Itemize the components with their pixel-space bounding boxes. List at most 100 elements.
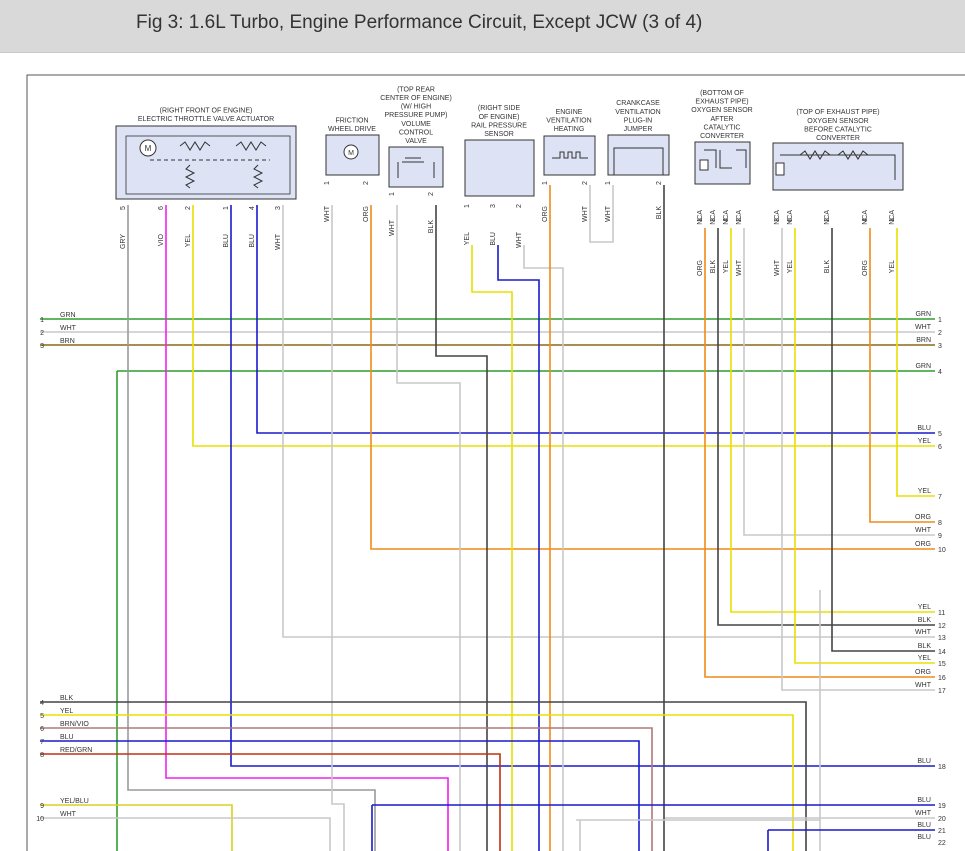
o2-sensor-before-box [772, 142, 904, 191]
wire-yel-rail-1 [471, 245, 513, 851]
rail-pressure-sensor-box [464, 139, 535, 197]
right-connector-color: ORG [915, 541, 931, 548]
wire-color: WHT [736, 259, 743, 276]
pin-number: 2 [363, 181, 370, 185]
component-label: VALVE [405, 138, 427, 145]
component-label: WHEEL DRIVE [328, 126, 376, 133]
component-label: (RIGHT SIDE [478, 105, 521, 112]
throttle-inner [125, 135, 291, 195]
title-bar: Fig 3: 1.6L Turbo, Engine Performance Ci… [0, 0, 965, 53]
right-connector-number: 17 [938, 688, 946, 695]
pin-color: NCA [787, 210, 794, 225]
right-connector-color: BRN [916, 337, 931, 344]
wire-vio-throttle-6 [165, 205, 449, 851]
right-connector-color: BLK [918, 643, 932, 650]
right-connector-number: 3 [938, 343, 942, 350]
pin-color: VIO [158, 233, 165, 246]
pin-number: 1 [889, 218, 896, 222]
component-label: AFTER [711, 116, 734, 123]
right-connector-color: WHT [915, 629, 932, 636]
pin-color: BLK [428, 220, 435, 234]
right-connector-number: 8 [938, 520, 942, 527]
right-connector-number: 16 [938, 675, 946, 682]
jumper-icon [613, 147, 664, 175]
wire-org-friction-2 [370, 205, 935, 550]
pin-color: NCA [736, 210, 743, 225]
component-label: ELECTRIC THROTTLE VALVE ACTUATOR [138, 116, 274, 123]
component-label: CONVERTER [816, 135, 860, 142]
left-connector-color: BRN/VIO [60, 721, 89, 728]
motor-icon: M [145, 144, 152, 153]
component-label: CONTROL [399, 129, 433, 136]
pin-color: WHT [389, 219, 396, 236]
component-label: (TOP REAR [397, 86, 435, 93]
right-connector-color: GRN [915, 311, 931, 318]
wire-wht-friction-1 [331, 205, 345, 851]
pin-number: 2 [516, 204, 523, 208]
pin-color: NCA [723, 210, 730, 225]
right-connector-number: 5 [938, 431, 942, 438]
right-connector-color: BLU [917, 797, 931, 804]
pin-number: 2 [185, 206, 192, 210]
wire-blk-o2after [717, 228, 935, 626]
component-label: BEFORE CATALYTIC [804, 126, 872, 133]
wire-brnvio-lower-6 [40, 727, 653, 851]
wire-yelblu-lower-9 [40, 804, 233, 851]
component-label: VENTILATION [546, 117, 591, 124]
left-connector-number: 2 [40, 330, 44, 337]
sensor-icon [704, 149, 747, 169]
component-label: JUMPER [624, 126, 653, 133]
wire-color: WHT [774, 259, 781, 276]
pin-number: 3 [710, 218, 717, 222]
component-label: (TOP OF EXHAUST PIPE) [796, 109, 879, 116]
pin-number: 3 [490, 204, 497, 208]
component-label: CONVERTER [700, 133, 744, 140]
pin-number: 4 [862, 218, 869, 222]
pin-color: BLK [656, 206, 663, 220]
pin-color: NCA [824, 210, 831, 225]
left-connector-number: 7 [40, 739, 44, 746]
wire-blk-volume-2 [435, 205, 488, 851]
left-connector-number: 8 [40, 752, 44, 759]
component-label: CRANKCASE [616, 100, 660, 107]
resistor-icon [235, 141, 267, 151]
left-connector-color: GRN [60, 312, 76, 319]
motor-icon [343, 144, 359, 160]
right-connector-color: YEL [918, 438, 931, 445]
component-label: (BOTTOM OF [700, 90, 744, 97]
pin-number: 5 [120, 206, 127, 210]
pin-number: 4 [249, 206, 256, 210]
wire-blu-lower-7 [40, 740, 640, 851]
wire-yel-o2before-1 [896, 228, 935, 497]
right-connector-number: 4 [938, 369, 942, 376]
pin-color: NCA [697, 210, 704, 225]
wire-org-o2after [704, 228, 935, 678]
component-label: OXYGEN SENSOR [807, 118, 868, 125]
wire-blu-throttle-1 [230, 205, 935, 767]
left-connector-color: BLU [60, 734, 74, 741]
right-connector-color: BLK [918, 617, 932, 624]
wire-color: ORG [697, 260, 704, 276]
left-connector-color: YEL/BLU [60, 798, 89, 805]
wire-yel-throttle-2 [192, 205, 935, 447]
wire-blk-lower-4 [40, 701, 807, 851]
right-connector-number: 15 [938, 661, 946, 668]
right-connector-number: 18 [938, 764, 946, 771]
coil-icon [402, 157, 424, 163]
right-connector-number: 2 [938, 330, 942, 337]
component-label: (RIGHT FRONT OF ENGINE) [160, 107, 253, 114]
left-connector-number: 3 [40, 343, 44, 350]
pin-color: WHT [516, 231, 523, 248]
left-connector-color: RED/GRN [60, 747, 92, 754]
component-label: PLUG-IN [624, 117, 652, 124]
page-title: Fig 3: 1.6L Turbo, Engine Performance Ci… [136, 12, 703, 33]
left-connector-color: WHT [60, 325, 77, 332]
pin-color: NCA [710, 210, 717, 225]
left-connector-color: BLK [60, 695, 74, 702]
wire-wht-jumper-loop [589, 185, 614, 243]
pin-color: BLU [249, 234, 256, 248]
right-connector-color: WHT [915, 682, 932, 689]
crankcase-jumper-box [607, 134, 670, 176]
resistor-icon [179, 141, 211, 151]
